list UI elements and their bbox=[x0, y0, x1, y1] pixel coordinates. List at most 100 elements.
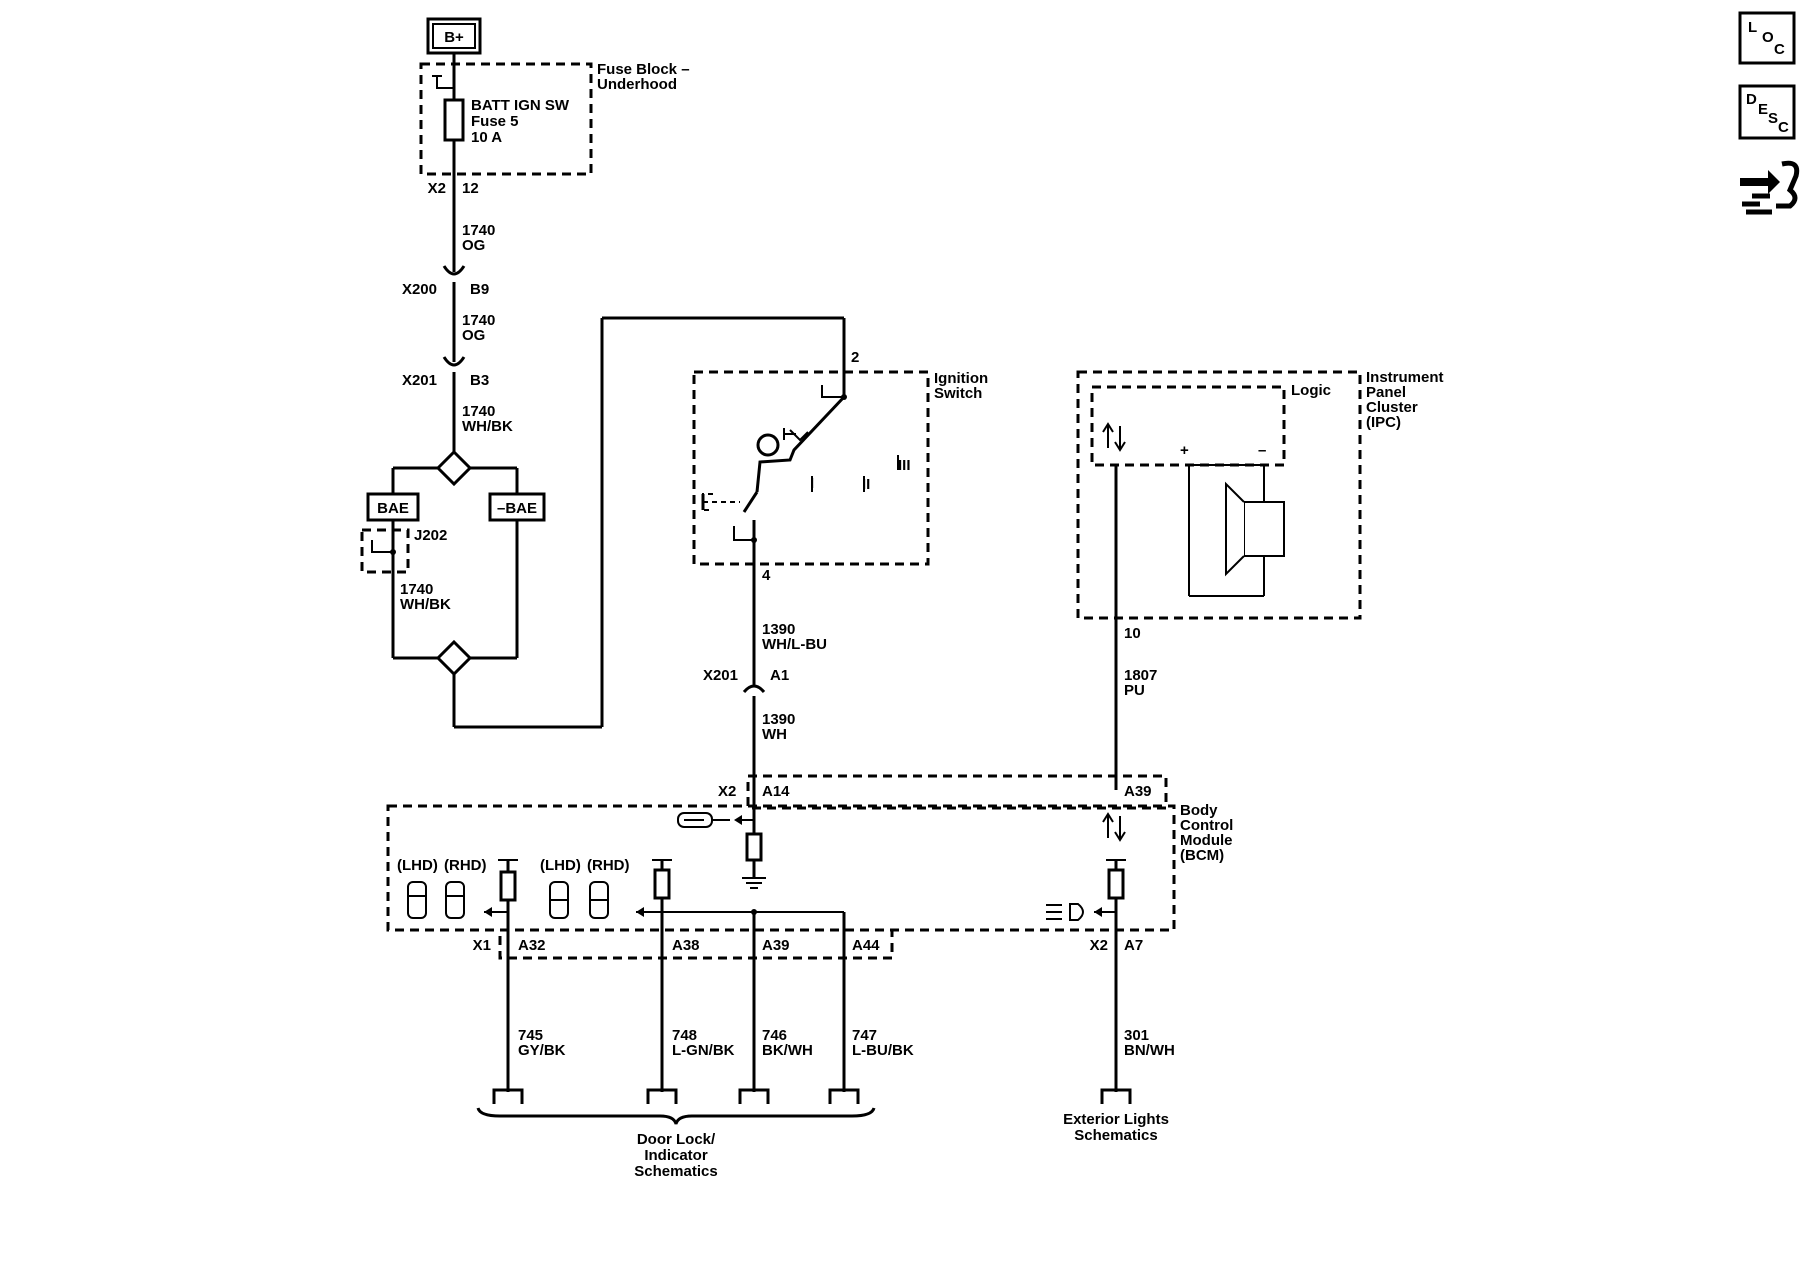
bcm-x2-top-connector bbox=[746, 774, 1168, 810]
door-lock-ref-3: Schematics bbox=[634, 1163, 717, 1180]
ignition-pin-4: 4 bbox=[762, 567, 771, 584]
bcm-title-3: Module bbox=[1180, 832, 1233, 849]
ipc-logic-label: Logic bbox=[1291, 382, 1331, 399]
bcm-a32-driver bbox=[499, 870, 517, 902]
wire-1740-b-number: 1740 bbox=[462, 312, 495, 329]
bcm-ignition-resistor bbox=[745, 832, 763, 862]
diagnostic-repair-icon[interactable] bbox=[1740, 160, 1800, 215]
bcm-a39-top-pin: A39 bbox=[1124, 783, 1152, 800]
speaker-icon: + – bbox=[1180, 442, 1285, 597]
exterior-lights-ref-2: Schematics bbox=[1074, 1127, 1157, 1144]
bcm-a39-pin: A39 bbox=[762, 937, 790, 954]
wire-1740-a-color: OG bbox=[462, 237, 485, 254]
fuse-block-connector: X2 bbox=[428, 180, 446, 197]
wire-1390-b-number: 1390 bbox=[762, 711, 795, 728]
wire-1740-b-color: OG bbox=[462, 327, 485, 344]
key-cylinder-icon bbox=[756, 433, 780, 457]
door-lock-terminals bbox=[476, 1088, 876, 1125]
fuse-block-underhood: Fuse Block – Underhood BATT IGN SW Fuse … bbox=[419, 61, 690, 197]
splice-j202 bbox=[360, 528, 410, 574]
ipc-pin-10: 10 bbox=[1124, 625, 1141, 642]
bcm-a38-pin: A38 bbox=[672, 937, 700, 954]
fuse-block-title-2: Underhood bbox=[597, 76, 677, 93]
wire-1807-color: PU bbox=[1124, 682, 1145, 699]
description-letter-s: S bbox=[1768, 110, 1778, 127]
bcm-a32-pin: A32 bbox=[518, 937, 546, 954]
connector-x201-a1: X201 A1 bbox=[703, 667, 789, 694]
wire-1807-number: 1807 bbox=[1124, 667, 1157, 684]
ignition-pos-3: III bbox=[898, 457, 911, 474]
location-letter-l: L bbox=[1748, 19, 1757, 36]
bcm-lhd-label-1: (LHD) bbox=[397, 857, 438, 874]
ignition-switch: Ignition Switch 2 I II III 4 bbox=[692, 349, 988, 687]
wire-1390-a-color: WH/L-BU bbox=[762, 636, 827, 653]
bae-label: BAE bbox=[377, 500, 409, 517]
bcm-a44-pin: A44 bbox=[852, 937, 880, 954]
connector-x201-b3: X201 B3 bbox=[402, 356, 489, 389]
door-unlock-icon-lhd bbox=[549, 881, 569, 919]
ipc-title-4: (IPC) bbox=[1366, 414, 1401, 431]
bae-box bbox=[366, 492, 420, 522]
bcm-x2-top-label: X2 bbox=[718, 783, 736, 800]
fuse-number: Fuse 5 bbox=[471, 113, 519, 130]
description-letter-d: D bbox=[1746, 91, 1757, 108]
bcm-title-1: Body bbox=[1180, 802, 1218, 819]
x201-a1-label: X201 bbox=[703, 667, 738, 684]
wire-1740-c-number: 1740 bbox=[462, 403, 495, 420]
exterior-lights-terminal bbox=[1100, 1088, 1132, 1104]
wire-1390-b-color: WH bbox=[762, 726, 787, 743]
location-button[interactable]: L O C bbox=[1738, 11, 1796, 65]
battery-label: B+ bbox=[444, 29, 464, 46]
serial-data-arrows-icon bbox=[1102, 422, 1126, 452]
speaker-minus-label: – bbox=[1258, 442, 1266, 459]
wire-748-number: 748 bbox=[672, 1027, 697, 1044]
ipc-title-2: Panel bbox=[1366, 384, 1406, 401]
fuse-5-symbol bbox=[443, 98, 465, 142]
bcm-a7-pin: A7 bbox=[1124, 937, 1143, 954]
instrument-panel-cluster: Logic Instrument Panel Cluster (IPC) + –… bbox=[1076, 369, 1444, 790]
wire-301-number: 301 bbox=[1124, 1027, 1149, 1044]
wire-1740-a-number: 1740 bbox=[462, 222, 495, 239]
key-icon bbox=[677, 812, 730, 828]
ipc-title-1: Instrument bbox=[1366, 369, 1444, 386]
bcm-title-2: Control bbox=[1180, 817, 1233, 834]
ground-icon bbox=[742, 877, 766, 889]
door-lock-icon-lhd bbox=[407, 881, 427, 919]
headlamp-icon bbox=[1046, 903, 1084, 921]
bcm-exterior-light-driver bbox=[1107, 868, 1125, 900]
ipc-title-3: Cluster bbox=[1366, 399, 1418, 416]
ignition-pos-2: II bbox=[862, 476, 870, 493]
bcm-a38-driver bbox=[653, 868, 671, 900]
not-bae-box bbox=[488, 492, 546, 522]
wire-1390-a-number: 1390 bbox=[762, 621, 795, 638]
j202-label: J202 bbox=[414, 527, 447, 544]
wire-747-number: 747 bbox=[852, 1027, 877, 1044]
door-lock-ref-1: Door Lock/ bbox=[637, 1131, 716, 1148]
description-button[interactable]: D E S C bbox=[1738, 84, 1796, 140]
bcm-x1-connector bbox=[498, 928, 894, 960]
wire-1740-d-color: WH/BK bbox=[400, 596, 451, 613]
wire-301-color: BN/WH bbox=[1124, 1042, 1175, 1059]
connector-x200: X200 B9 bbox=[402, 265, 489, 298]
bcm-title-4: (BCM) bbox=[1180, 847, 1224, 864]
fuse-block-pin: 12 bbox=[462, 180, 479, 197]
ignition-pin-2: 2 bbox=[851, 349, 859, 366]
wire-746-number: 746 bbox=[762, 1027, 787, 1044]
body-control-module: X2 A14 A39 Body Control Module (BCM) bbox=[386, 774, 1233, 1092]
not-bae-label: –BAE bbox=[497, 500, 537, 517]
description-letter-e: E bbox=[1758, 101, 1768, 118]
wire-745-number: 745 bbox=[518, 1027, 543, 1044]
bcm-serial-data-arrows-icon bbox=[1102, 812, 1126, 842]
x201-b3-pin: B3 bbox=[470, 372, 489, 389]
door-lock-icon-rhd bbox=[445, 881, 465, 919]
x200-pin: B9 bbox=[470, 281, 489, 298]
speaker-plus-label: + bbox=[1180, 442, 1189, 459]
ignition-title-1: Ignition bbox=[934, 370, 988, 387]
ignition-title-2: Switch bbox=[934, 385, 982, 402]
x201-a1-pin: A1 bbox=[770, 667, 789, 684]
wire-748-color: L-GN/BK bbox=[672, 1042, 735, 1059]
wire-746-color: BK/WH bbox=[762, 1042, 813, 1059]
fuse-block-title-1: Fuse Block – bbox=[597, 61, 690, 78]
location-letter-o: O bbox=[1762, 29, 1774, 46]
